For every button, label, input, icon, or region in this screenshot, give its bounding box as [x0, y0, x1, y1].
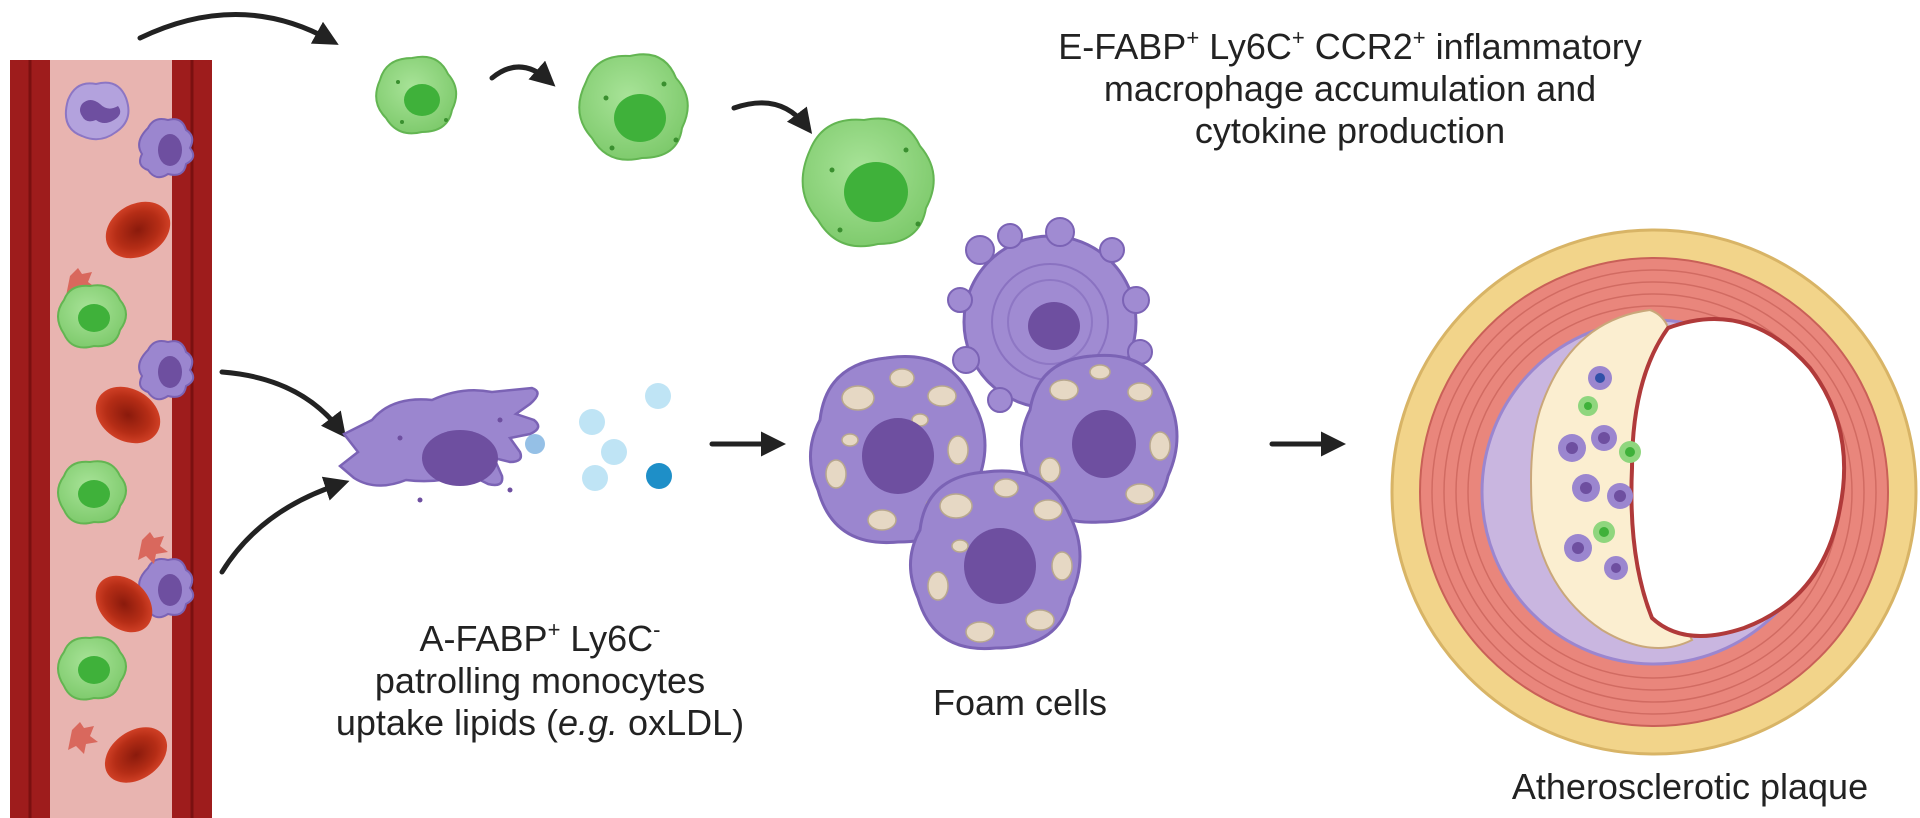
lipid-particle	[579, 409, 605, 435]
platelet-icon	[138, 532, 168, 564]
patrolling-monocyte-icon	[138, 118, 195, 179]
patrolling-label-line2: patrolling monocytes	[374, 660, 706, 701]
inflammatory-macrophage-large	[801, 117, 935, 248]
arrow-inflammatory-step-2	[731, 100, 813, 134]
patrolling-label-line3: uptake lipids (e.g. oxLDL)	[335, 702, 745, 743]
inflammatory-label-line2: macrophage accumulation and	[1103, 68, 1597, 109]
lipid-particle	[601, 439, 627, 465]
patrolling-label-line1: A-FABP+ Ly6C-	[419, 617, 661, 659]
platelet-icon	[68, 722, 98, 754]
patrolling-label: A-FABP+ Ly6C- patrolling monocytes uptak…	[300, 618, 780, 744]
plaque-cells	[1558, 366, 1641, 580]
lipid-particle	[645, 383, 671, 409]
red-blood-cell-icon	[95, 386, 161, 444]
inflammatory-label: E-FABP+ Ly6C+ CCR2+ inflammatory macroph…	[960, 26, 1740, 152]
arrow-inflammatory-step-1	[489, 60, 556, 87]
lipid-particle	[582, 465, 608, 491]
arrow-vessel-to-patrolling-upper	[219, 369, 347, 438]
patrolling-monocyte-cell	[338, 386, 545, 503]
blood-vessel	[10, 60, 212, 818]
inflammatory-label-line1: E-FABP+ Ly6C+ CCR2+ inflammatory	[1058, 25, 1642, 67]
neutrophil-icon	[64, 81, 130, 141]
arrows	[137, 12, 1346, 575]
inflammatory-macrophage-medium	[578, 53, 689, 161]
red-blood-cell-icon	[95, 575, 153, 633]
arrow-vessel-to-patrolling-lower	[219, 476, 350, 575]
foam-cell	[908, 469, 1082, 651]
inflammatory-macrophage-small	[375, 55, 458, 135]
foam-cells-label: Foam cells	[932, 682, 1108, 723]
arrow-vessel-to-inflammatory	[137, 12, 339, 45]
inflammatory-monocyte-icon	[57, 284, 127, 349]
lipid-particles	[579, 383, 672, 491]
red-blood-cell-icon	[105, 201, 171, 259]
patrolling-monocyte-icon	[138, 340, 195, 401]
artery-lumen	[1629, 317, 1847, 638]
oxldl-particle	[646, 463, 672, 489]
artery-cross-section	[1390, 228, 1918, 756]
atherosclerotic-plaque-label: Atherosclerotic plaque	[1511, 766, 1869, 807]
inflammatory-monocyte-icon	[57, 460, 127, 525]
inflammatory-label-line3: cytokine production	[1194, 110, 1506, 151]
foam-cell-cluster	[808, 217, 1179, 651]
inflammatory-monocyte-icon	[57, 636, 127, 701]
red-blood-cell-icon	[104, 727, 168, 783]
